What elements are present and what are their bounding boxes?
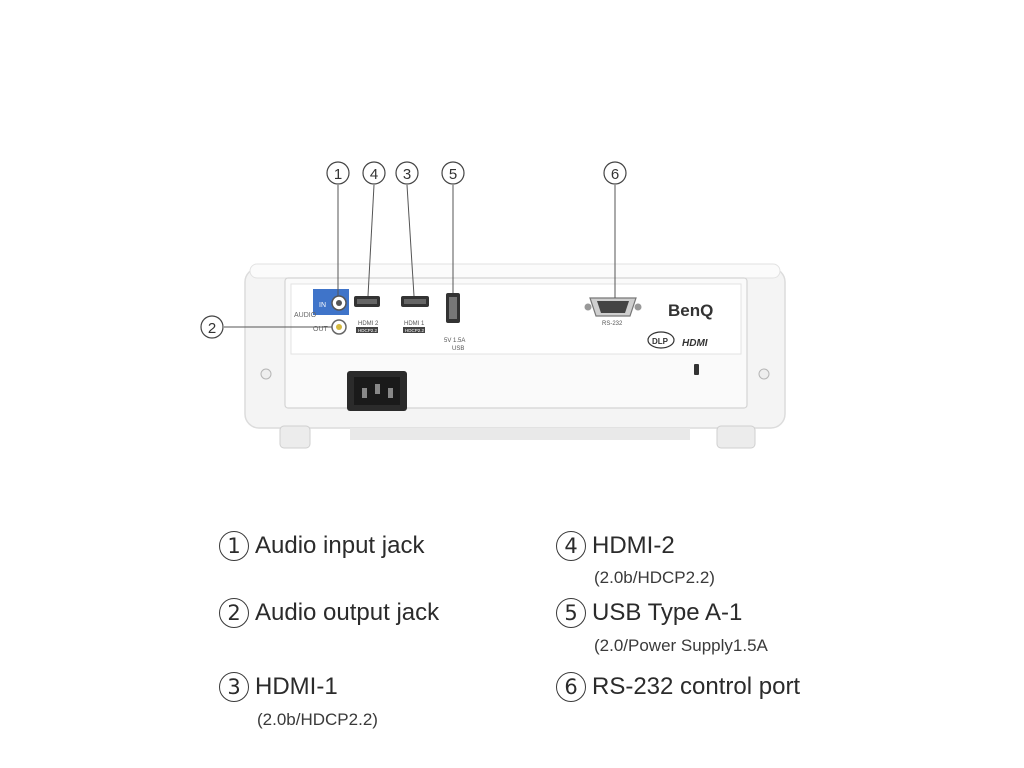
svg-text:4: 4 (370, 166, 378, 183)
legend-item-hdmi2: 4 HDMI-2 (556, 531, 675, 561)
callout-1: 1 (326, 161, 350, 185)
audio-out-label: OUT (313, 326, 329, 333)
legend-item-rs232: 6 RS-232 control port (556, 672, 800, 702)
callout-2: 2 (200, 315, 224, 339)
audio-label: AUDIO (294, 312, 317, 319)
legend-item-audio-input: 1 Audio input jack (219, 531, 424, 561)
hdmi1-port: HDMI 1 HDCP2.2 (401, 296, 429, 333)
rs232-port: RS-232 (584, 297, 642, 327)
callout-6: 6 (603, 161, 627, 185)
hdmi1-sub: HDCP2.2 (405, 328, 425, 333)
legend-label: HDMI-2 (592, 532, 675, 559)
svg-text:5: 5 (449, 166, 457, 183)
callout-4: 4 (362, 161, 386, 185)
hdmi1-label: HDMI 1 (404, 321, 425, 327)
legend-label: HDMI-1 (255, 673, 338, 700)
audio-in-label: IN (319, 302, 326, 309)
svg-text:2: 2 (208, 320, 216, 337)
legend-number: 3 (219, 672, 249, 702)
legend-sub-usb: (2.0/Power Supply1.5A (594, 636, 768, 655)
hdmi-logo: HDMI (682, 338, 708, 349)
usb-port: 5V 1.5A USB (444, 293, 465, 352)
brand-logo: BenQ (668, 301, 713, 320)
svg-text:DLP: DLP (652, 337, 669, 346)
svg-text:1: 1 (334, 166, 342, 183)
svg-text:3: 3 (403, 166, 411, 183)
callout-leaders (224, 184, 616, 328)
legend-number: 4 (556, 531, 586, 561)
power-socket (347, 371, 407, 411)
usb-power-label: 5V 1.5A (444, 338, 465, 344)
usb-label: USB (452, 346, 464, 352)
dlp-logo: DLP (647, 331, 675, 349)
svg-text:6: 6 (611, 166, 619, 183)
legend-label: USB Type A-1 (592, 599, 743, 626)
security-slot (694, 364, 699, 375)
legend-label: Audio input jack (255, 532, 425, 559)
legend-item-audio-output: 2 Audio output jack (219, 598, 439, 628)
projector-rear-diagram: IN AUDIO OUT HDMI 2 HDCP2.2 HDMI 1 HDCP2… (200, 161, 786, 449)
legend-item-hdmi1: 3 HDMI-1 (219, 672, 338, 702)
legend-number: 2 (219, 598, 249, 628)
legend-number: 6 (556, 672, 586, 702)
legend-sub-hdmi1: (2.0b/HDCP2.2) (257, 710, 378, 729)
legend-number: 1 (219, 531, 249, 561)
legend-sub-hdmi2: (2.0b/HDCP2.2) (594, 568, 715, 587)
audio-port-block: IN AUDIO OUT (294, 289, 349, 335)
callout-3: 3 (395, 161, 419, 185)
hdmi2-port: HDMI 2 HDCP2.2 (354, 296, 380, 333)
legend-label: RS-232 control port (592, 673, 801, 700)
hdmi2-sub: HDCP2.2 (358, 328, 378, 333)
legend-item-usb: 5 USB Type A-1 (556, 598, 742, 628)
legend-label: Audio output jack (255, 599, 440, 626)
hdmi2-label: HDMI 2 (358, 321, 379, 327)
rs232-label: RS-232 (602, 321, 623, 327)
callout-5: 5 (441, 161, 465, 185)
legend-number: 5 (556, 598, 586, 628)
